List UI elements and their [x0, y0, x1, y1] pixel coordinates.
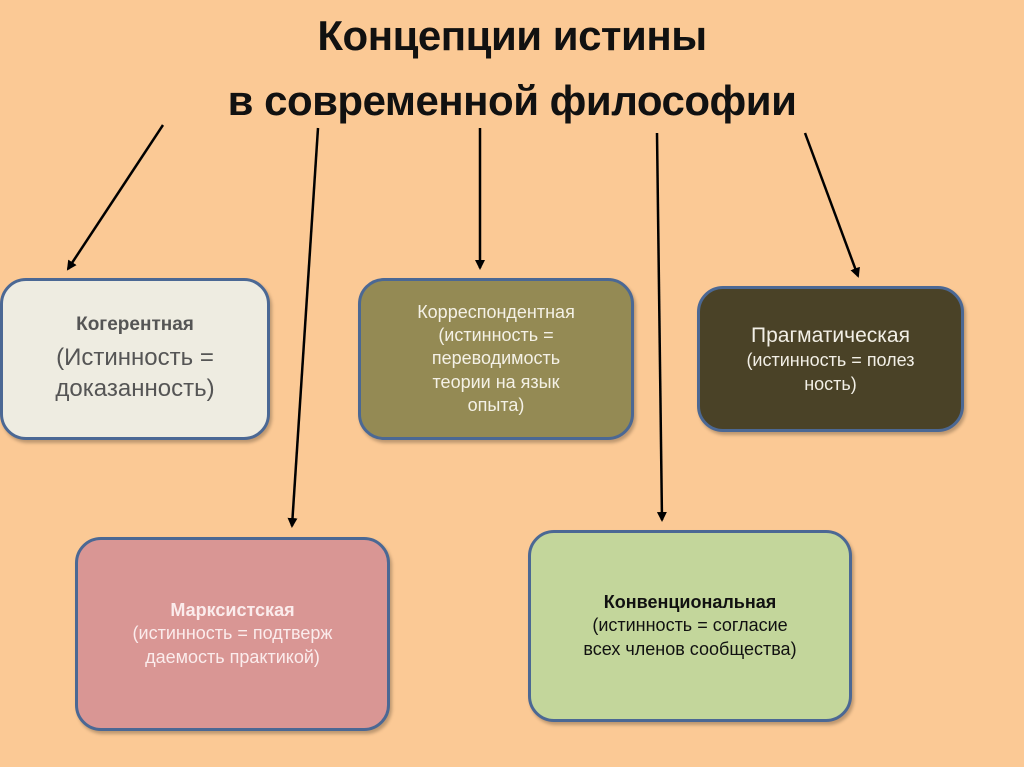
coherent-box: Когерентная (Истинность = доказанность) [0, 278, 270, 440]
marxist-box: Марксистская (истинность = подтверж даем… [75, 537, 390, 731]
concept-line: теории на язык [432, 371, 560, 392]
concept-name: Марксистская [170, 599, 295, 620]
concept-line: опыта) [467, 395, 525, 416]
concept-name: Корреспондентная [417, 301, 575, 322]
concept-name: Прагматическая [751, 323, 910, 347]
concept-name: Когерентная [76, 314, 194, 336]
conventional-box: Конвенциональная (истинность = согласие … [528, 530, 852, 722]
correspondent-box: Корреспондентная (истинность = переводим… [358, 278, 634, 440]
concept-line: (истинность = полез [746, 350, 915, 371]
concept-line: даемость практикой) [145, 646, 320, 667]
concept-line: переводимость [431, 348, 561, 369]
arrow-to-coherent [66, 124, 165, 271]
title-line-2: в современной философии [227, 77, 797, 124]
arrow-to-pragmatic [803, 132, 860, 278]
concept-line: всех членов сообщества) [583, 638, 797, 659]
concept-line: (истинность = [438, 324, 554, 345]
concept-line: (истинность = подтверж [132, 623, 333, 644]
pragmatic-box: Прагматическая (истинность = полез ность… [697, 286, 964, 432]
arrow-to-conventional [655, 132, 667, 522]
concept-name: Конвенциональная [603, 591, 777, 612]
arrow-to-marxist [287, 127, 320, 528]
concept-line: (истинность = согласие [592, 615, 788, 636]
concept-line: ность) [804, 373, 857, 394]
concept-line: (Истинность = [56, 344, 214, 372]
title-line-1: Концепции истины [317, 12, 707, 59]
concept-line: доказанность) [55, 375, 215, 403]
